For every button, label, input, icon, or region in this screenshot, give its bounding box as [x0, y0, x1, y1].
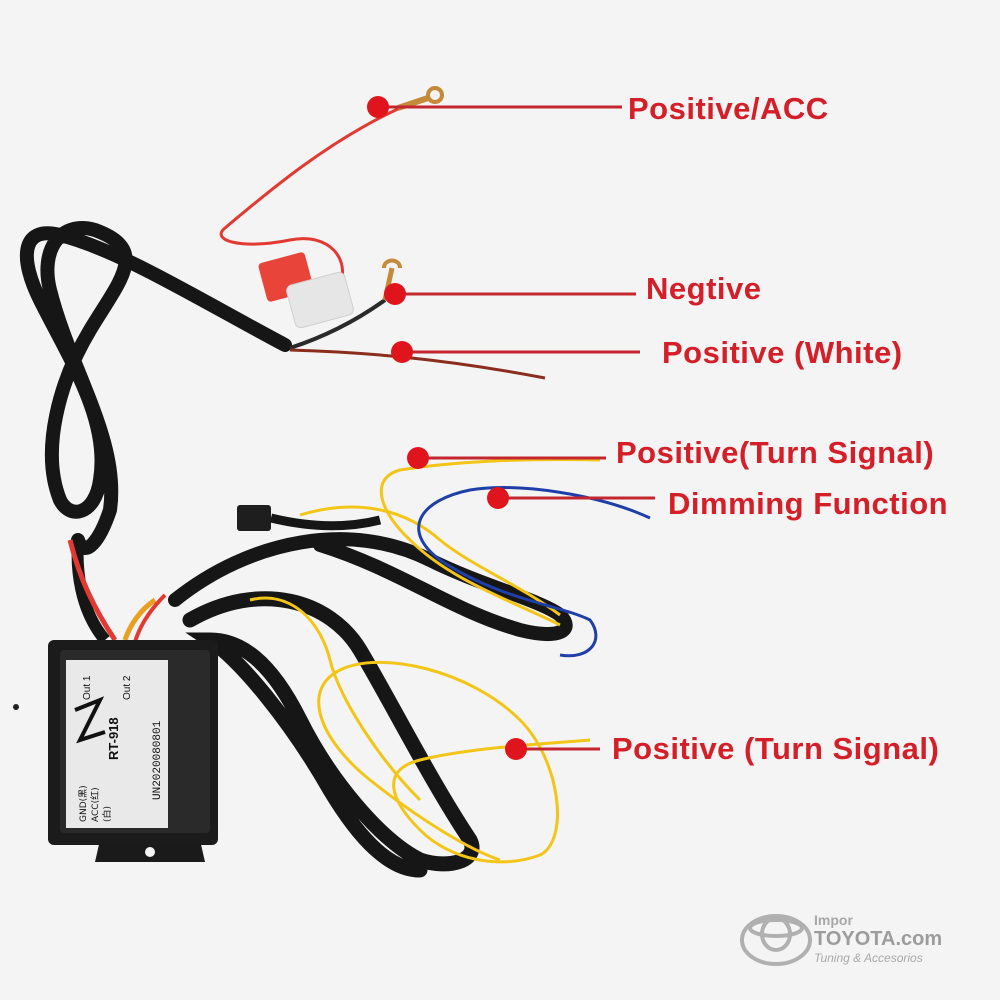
callout-dot-dimming	[487, 487, 509, 509]
fuse-holder	[258, 252, 354, 329]
callout-dot-acc	[367, 96, 389, 118]
callout-dot-negative	[384, 283, 406, 305]
brand-logo-icon	[74, 696, 106, 744]
callout-dot-turn2	[505, 738, 527, 760]
power-cable-loop	[20, 221, 292, 555]
callout-negative: Negtive	[646, 271, 762, 306]
dimming-wire	[417, 486, 651, 658]
callout-positive-turn-signal-2: Positive (Turn Signal)	[612, 731, 940, 766]
acc-red-wire	[219, 106, 401, 286]
module-label-sticker	[66, 660, 168, 828]
callout-dimming-function: Dimming Function	[668, 486, 949, 521]
control-module	[48, 640, 218, 862]
callout-positive-turn-signal-1: Positive(Turn Signal)	[616, 435, 935, 470]
module-serial: UN2020080801	[152, 720, 164, 800]
module-out1: Out 1	[82, 675, 93, 700]
callout-positive-acc: Positive/ACC	[628, 91, 829, 126]
module-model: RT-918	[106, 717, 121, 760]
watermark-tagline: Tuning & Accesorios	[814, 951, 923, 965]
watermark-brand: TOYOTA.com	[814, 928, 943, 950]
module-pin-gnd: GND(黑)	[78, 785, 89, 822]
module-out2: Out 2	[122, 675, 133, 700]
watermark-logo-icon	[740, 914, 812, 966]
turn-signal-wire-1	[379, 458, 601, 627]
module-pin-d: (白)	[101, 806, 113, 822]
callout-dot-white	[391, 341, 413, 363]
module-pin-acc: ACC(红)	[89, 787, 101, 822]
callout-leaders	[378, 105, 655, 751]
watermark-impor: Impor	[814, 912, 853, 928]
callout-dot-turn1	[407, 447, 429, 469]
connector-plug	[237, 505, 271, 531]
callout-positive-white: Positive (White)	[662, 335, 903, 370]
negative-wire	[289, 298, 387, 350]
turn-signal-wire-2	[317, 660, 591, 864]
lower-harness	[182, 591, 480, 878]
watermark: Impor TOYOTA.com Tuning & Accesorios	[742, 910, 982, 970]
